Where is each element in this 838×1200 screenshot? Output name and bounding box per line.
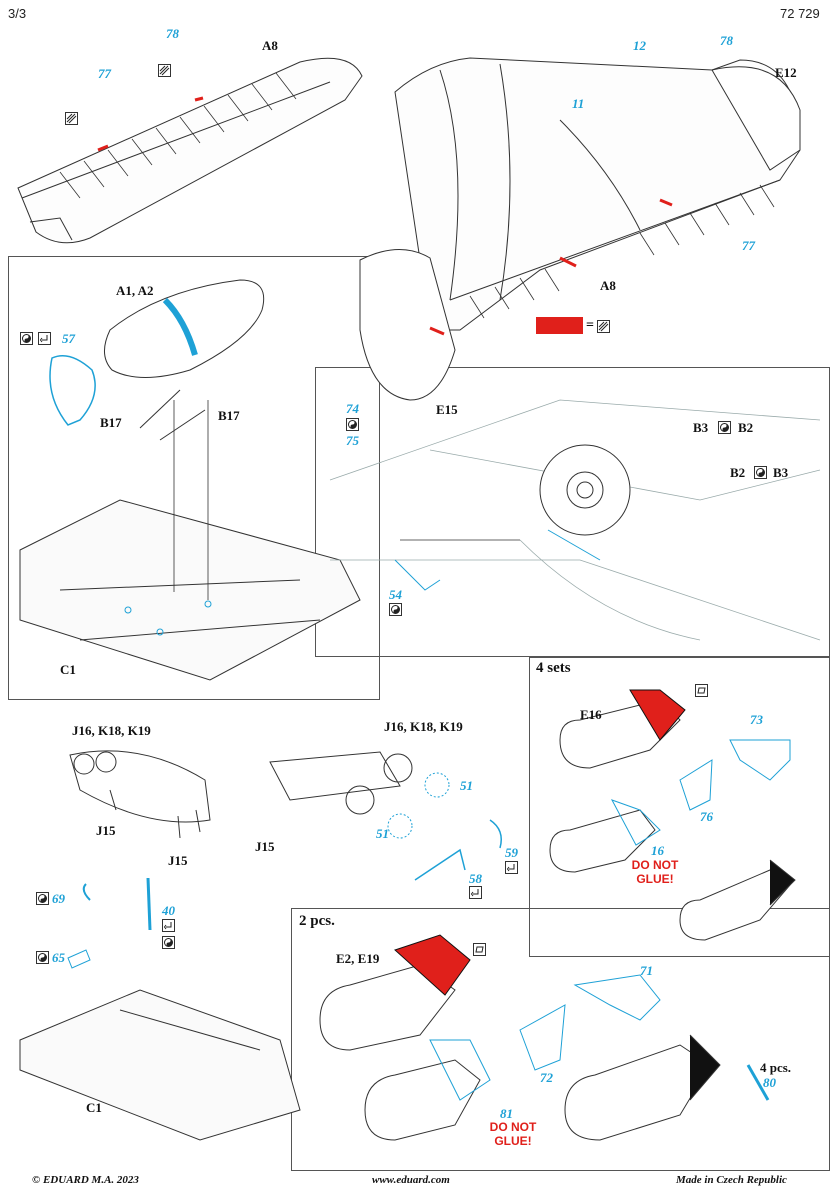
part-label-a8: A8	[262, 38, 278, 53]
part-label-b17: B17	[100, 415, 122, 430]
pe-label-74: 74	[346, 401, 359, 416]
pe-label-12: 12	[633, 38, 646, 53]
pe-label-40: 40	[162, 903, 175, 918]
pe-label-76: 76	[700, 809, 713, 824]
pe-label-65: 65	[52, 950, 65, 965]
fold-icon	[162, 919, 175, 932]
pe-label-58: 58	[469, 871, 482, 886]
pe-label-72: 72	[540, 1070, 553, 1085]
ribbed-surface-icon	[597, 320, 610, 333]
part-label-j15: J15	[168, 853, 188, 868]
pe-label-69: 69	[52, 891, 65, 906]
part-label-e2-e19: E2, E19	[336, 951, 380, 966]
remove-icon	[473, 943, 486, 956]
pe-label-78: 78	[166, 26, 179, 41]
website: www.eduard.com	[372, 1174, 450, 1186]
ribbed-surface-icon	[65, 112, 78, 125]
ribbed-surface-icon	[158, 64, 171, 77]
panel-title-4-sets: 4 sets	[536, 660, 571, 676]
part-label-b2: B2	[738, 420, 754, 435]
pe-label-16: 16	[651, 843, 664, 858]
bend-icon	[346, 418, 359, 431]
do-not-glue-note: DO NOT GLUE!	[489, 1120, 537, 1148]
copyright: © EDUARD M.A. 2023	[32, 1174, 139, 1186]
remove-icon	[695, 684, 708, 697]
do-not-glue-note: DO NOT GLUE!	[631, 858, 679, 886]
pe-label-59: 59	[505, 845, 518, 860]
fold-icon	[469, 886, 482, 899]
part-label-b17: B17	[218, 408, 240, 423]
pe-label-73: 73	[750, 712, 763, 727]
bend-icon	[20, 332, 33, 345]
part-label-j16-k18-k19: J16, K18, K19	[72, 723, 151, 738]
part-label-a8: A8	[600, 278, 616, 293]
panel-gear-frame	[315, 367, 830, 657]
equals-sign: =	[586, 318, 594, 333]
pe-label-75: 75	[346, 433, 359, 448]
bend-icon	[36, 892, 49, 905]
panel-bombs-large-frame	[291, 908, 830, 1171]
bend-icon	[36, 951, 49, 964]
pe-label-77: 77	[98, 66, 111, 81]
fold-icon	[38, 332, 51, 345]
bend-icon	[754, 466, 767, 479]
pe-label-77: 77	[742, 238, 755, 253]
part-label-c1: C1	[86, 1100, 102, 1115]
bend-icon	[389, 603, 402, 616]
panel-bombs-small-frame	[529, 657, 830, 957]
part-label-b3: B3	[773, 465, 789, 480]
pe-label-54: 54	[389, 587, 402, 602]
pe-label-51: 51	[376, 826, 389, 841]
part-label-j16-k18-k19: J16, K18, K19	[384, 719, 463, 734]
part-label-j15: J15	[96, 823, 116, 838]
pe-label-81: 81	[500, 1106, 513, 1121]
part-label-c1: C1	[60, 662, 76, 677]
four-pcs-note: 4 pcs.	[760, 1060, 792, 1075]
part-label-b3: B3	[693, 420, 709, 435]
pe-label-78: 78	[720, 33, 733, 48]
fold-icon	[505, 861, 518, 874]
pe-label-80: 80	[763, 1075, 776, 1090]
bend-icon	[162, 936, 175, 949]
page-number: 3/3	[8, 6, 27, 21]
part-label-j15: J15	[255, 839, 275, 854]
panel-title-2-pcs: 2 pcs.	[299, 913, 335, 929]
pe-label-11: 11	[572, 96, 585, 111]
pe-label-51: 51	[460, 778, 473, 793]
part-label-e15: E15	[436, 402, 458, 417]
part-label-e12: E12	[775, 65, 797, 80]
bend-icon	[718, 421, 731, 434]
pe-label-71: 71	[640, 963, 653, 978]
part-label-b2: B2	[730, 465, 746, 480]
panel-pod-frame	[8, 256, 380, 700]
part-label-a1-a2: A1, A2	[116, 283, 154, 298]
part-label-e16: E16	[580, 707, 602, 722]
kit-code: 72 729	[780, 6, 820, 21]
pe-label-57: 57	[62, 331, 75, 346]
made-in: Made in Czech Republic	[676, 1174, 787, 1186]
